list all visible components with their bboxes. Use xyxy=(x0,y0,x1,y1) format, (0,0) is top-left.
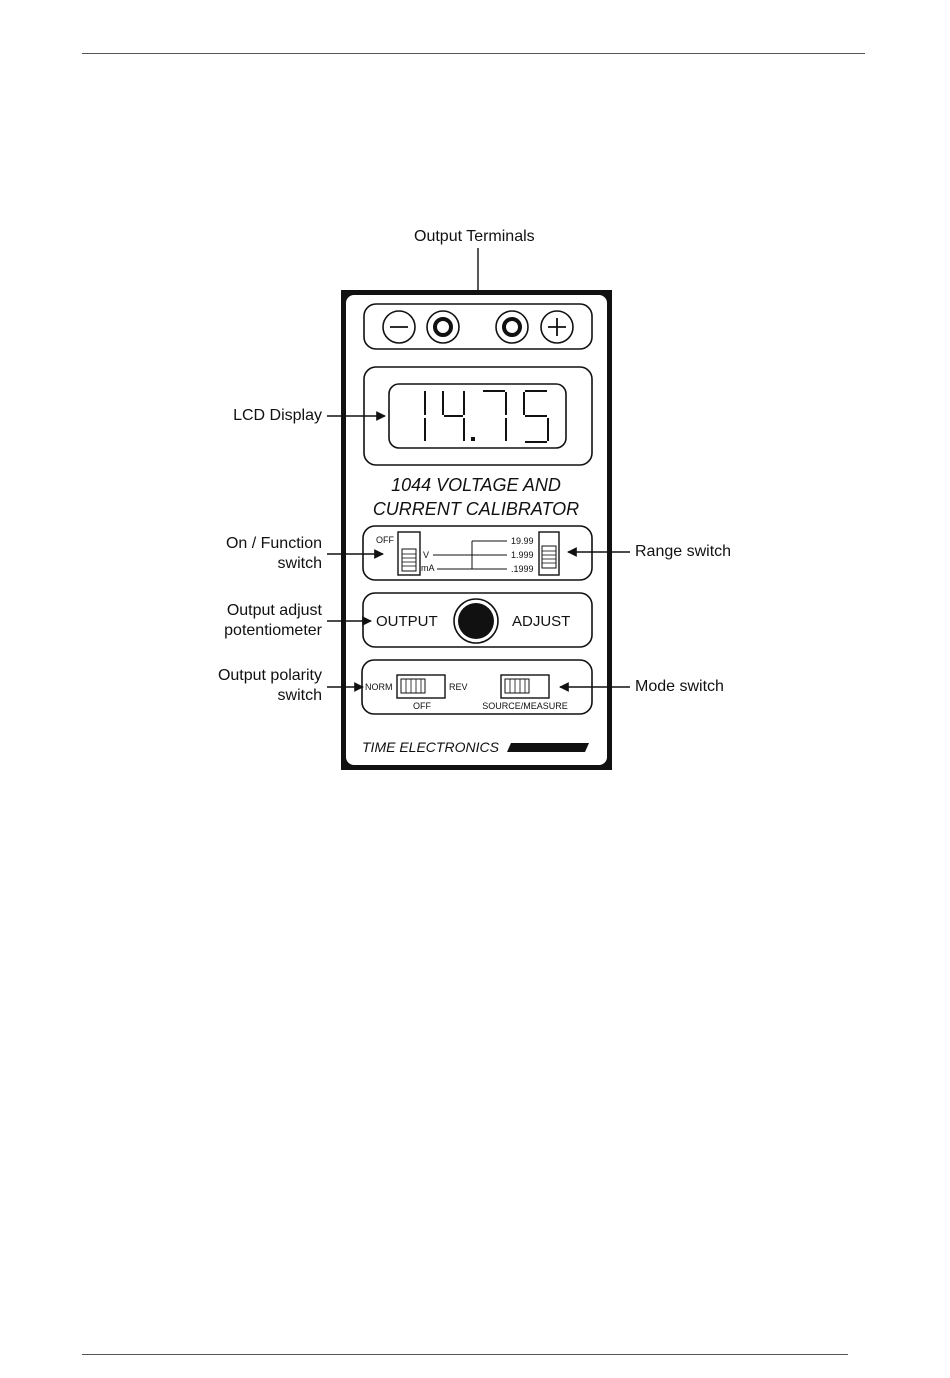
polarity-switch[interactable] xyxy=(397,675,445,698)
output-label: OUTPUT xyxy=(376,613,438,630)
on-function-label-line1: On / Function xyxy=(226,534,322,554)
polarity-norm-label: NORM xyxy=(365,682,393,692)
adjust-label: ADJUST xyxy=(512,613,570,630)
output-adjust-label-line1: Output adjust xyxy=(227,601,322,621)
range-switch[interactable] xyxy=(539,532,559,575)
range-switch-label: Range switch xyxy=(635,542,731,562)
potentiometer-knob-icon[interactable] xyxy=(454,599,498,643)
range-1999-label: .1999 xyxy=(511,564,534,574)
output-adjust-label-line2: potentiometer xyxy=(224,621,322,641)
panel-title-line1: 1044 VOLTAGE AND xyxy=(391,475,561,495)
brand-label: TIME ELECTRONICS xyxy=(362,739,500,755)
output-terminals-label: Output Terminals xyxy=(414,227,535,247)
function-switch[interactable] xyxy=(398,532,420,575)
brand-stripe xyxy=(507,743,589,752)
lcd-display-label: LCD Display xyxy=(233,406,322,426)
mode-switch[interactable] xyxy=(501,675,549,698)
instrument-body-inner xyxy=(346,295,607,765)
polarity-off-label: OFF xyxy=(413,701,431,711)
panel-title-line2: CURRENT CALIBRATOR xyxy=(373,499,579,519)
on-function-label-line2: switch xyxy=(278,554,322,574)
function-v-label: V xyxy=(423,550,429,560)
range-19-99-label: 19.99 xyxy=(511,536,534,546)
range-1-999-label: 1.999 xyxy=(511,550,534,560)
function-ma-label: mA xyxy=(421,563,435,573)
output-polarity-label-line1: Output polarity xyxy=(218,666,322,686)
output-polarity-label-line2: switch xyxy=(278,686,322,706)
function-off-label: OFF xyxy=(376,535,394,545)
mode-source-measure-label: SOURCE/MEASURE xyxy=(482,701,568,711)
mode-switch-label: Mode switch xyxy=(635,677,724,697)
polarity-rev-label: REV xyxy=(449,682,468,692)
